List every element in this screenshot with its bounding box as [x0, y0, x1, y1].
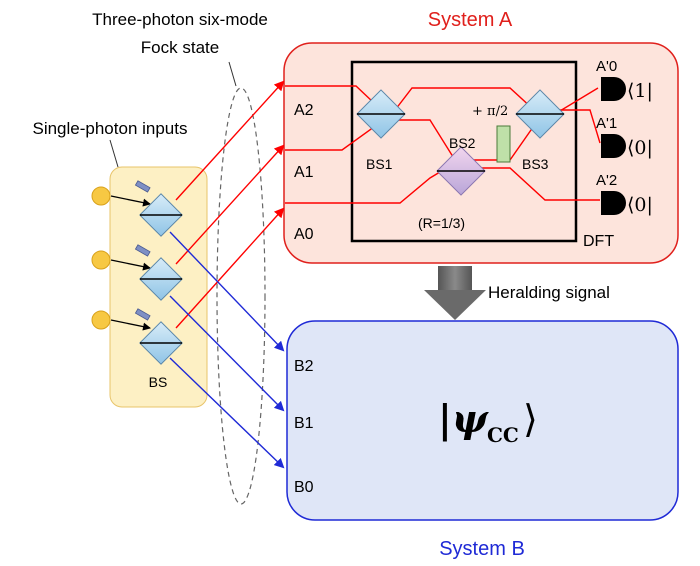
- beam-splitter-icon: [139, 193, 183, 237]
- fock-label-line2: Fock state: [141, 38, 219, 57]
- mode-a0-label: A0: [294, 226, 314, 243]
- dft-label: DFT: [583, 233, 614, 250]
- detectors: [601, 77, 626, 215]
- beam-splitter-icon: [139, 321, 183, 365]
- dft-box: [350, 60, 578, 243]
- bs2-label: BS2: [449, 135, 476, 151]
- input-beam-splitters: [139, 193, 183, 365]
- phase-label: + π/2: [472, 104, 508, 119]
- detector-icon: [601, 134, 626, 158]
- psi-label: |ψ: [438, 396, 489, 441]
- blue-beams: [169, 231, 285, 469]
- detector-a1-state: ⟨0|: [627, 137, 653, 159]
- mirror-icon: [134, 244, 151, 257]
- beam-to-a2: [175, 80, 285, 201]
- fock-pointer-line: [228, 61, 237, 87]
- inputs-pointer-line: [109, 139, 119, 168]
- mode-b2-label: B2: [294, 358, 314, 375]
- bs2: [436, 146, 486, 196]
- heralding-label: Heralding signal: [488, 283, 610, 302]
- photon-source-icon: [91, 310, 111, 330]
- beam-splitter-icon: [139, 257, 183, 301]
- bs-group-label: BS: [149, 374, 168, 390]
- mode-a2-label: A2: [294, 102, 314, 119]
- detector-icon: [601, 191, 626, 215]
- system-a-title: System A: [428, 9, 513, 31]
- bs3: [515, 89, 565, 139]
- detector-a0-state: ⟨1|: [627, 80, 653, 102]
- system-b-title: System B: [439, 538, 525, 560]
- photon-source-icon: [91, 250, 111, 270]
- heralding-arrow: [424, 266, 486, 320]
- source-arrows: [110, 195, 151, 331]
- detector-a0-port: A'0: [596, 58, 617, 75]
- mode-a1-label: A1: [294, 164, 314, 181]
- photon-sources: [91, 186, 111, 330]
- bs3-label: BS3: [522, 156, 549, 172]
- detector-icon: [601, 77, 626, 101]
- inputs-label: Single-photon inputs: [32, 119, 187, 138]
- beam-to-b2: [169, 231, 285, 352]
- reflectivity-label: (R=1/3): [418, 215, 465, 231]
- fock-label-line1: Three-photon six-mode: [92, 10, 268, 29]
- psi-close: ⟩: [523, 397, 538, 441]
- phase-shifter: [496, 125, 511, 163]
- mirrors: [134, 180, 151, 321]
- beam-to-a1: [175, 144, 285, 265]
- photon-source-icon: [91, 186, 111, 206]
- detector-a2-state: ⟨0|: [627, 194, 653, 216]
- beam-to-b1: [169, 295, 285, 412]
- system-b-box: [286, 320, 679, 521]
- bs1: [356, 89, 406, 139]
- mirror-icon: [134, 308, 151, 321]
- psi-subscript: CC: [487, 423, 519, 447]
- beam-to-b0: [169, 357, 285, 469]
- beam-to-a0: [175, 207, 285, 329]
- bs1-label: BS1: [366, 156, 393, 172]
- mode-b1-label: B1: [294, 415, 314, 432]
- fock-state-ellipse: [216, 87, 266, 505]
- detector-a1-port: A'1: [596, 115, 617, 132]
- mirror-icon: [134, 180, 151, 193]
- mode-b0-label: B0: [294, 479, 314, 496]
- detector-a2-port: A'2: [596, 172, 617, 189]
- red-beams: [175, 80, 285, 329]
